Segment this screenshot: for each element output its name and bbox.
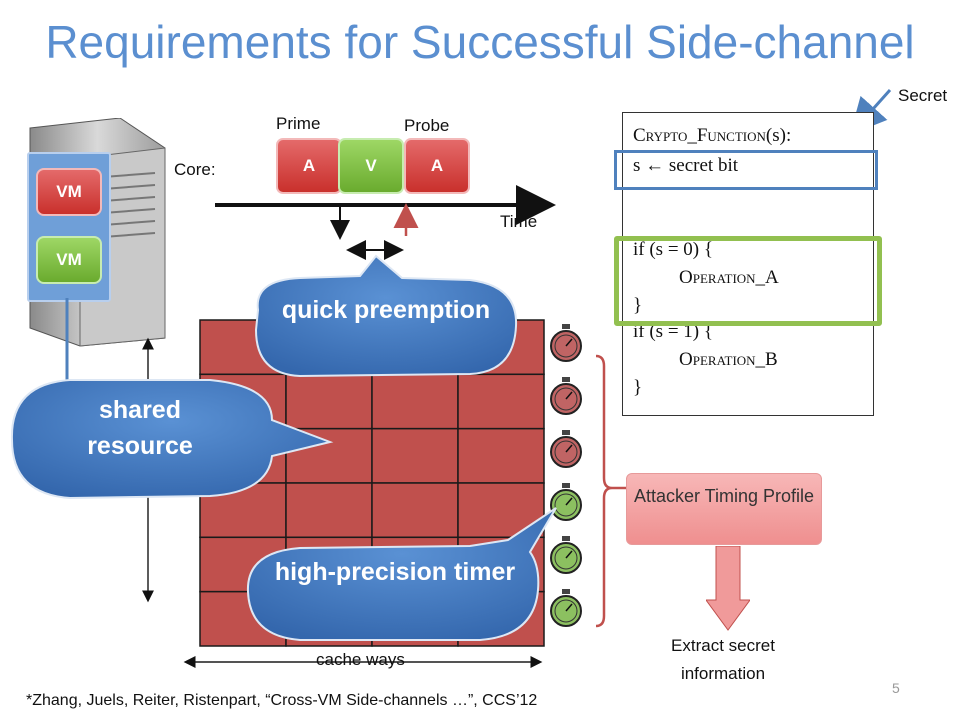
probe-label: Probe (404, 116, 450, 135)
shared-resource-bubble: shared resource (87, 396, 193, 460)
function-name: Crypto_Function (633, 125, 766, 146)
code-line-1: s ← secret bit (633, 155, 739, 176)
cache-cell (371, 373, 459, 430)
quick-preemption-bubble: quick preemption (281, 296, 491, 324)
secret-label: Secret (898, 86, 948, 105)
cache-ways-label: cache ways (316, 650, 405, 669)
pseudocode-box: Crypto_Function(s): s ← secret bit if (s… (622, 112, 874, 416)
extract-secret-label: Extract secret information (671, 636, 775, 683)
stopwatch-icon (550, 377, 582, 415)
attacker-timing-profile-box: Attacker Timing Profile (626, 473, 822, 545)
stopwatch-icon (550, 589, 582, 627)
stopwatch-icon (550, 430, 582, 468)
code-line-7: } (633, 377, 643, 398)
stopwatch-icon (550, 483, 582, 521)
vm-box-2: VM (36, 236, 102, 284)
prime-label: Prime (276, 114, 321, 133)
high-precision-timer-bubble: high-precision timer (274, 558, 516, 586)
code-line-3: Operation_A (679, 267, 779, 288)
operation-highlight-box (614, 236, 882, 326)
secret-highlight-box (614, 150, 878, 190)
stopwatch-icon (550, 536, 582, 574)
vm-box-1: VM (36, 168, 102, 216)
code-line-5: if (s = 1) { (633, 321, 713, 342)
stopwatch-icon (550, 324, 582, 362)
cache-cell (285, 482, 373, 539)
code-line-4: } (633, 295, 643, 316)
code-line-6: Operation_B (679, 349, 778, 370)
slide-title: Requirements for Successful Side-channel (45, 16, 915, 68)
cache-cell (457, 427, 545, 484)
slot-attacker-prime: A (276, 138, 342, 194)
timer-icons (550, 324, 582, 627)
code-function-signature: Crypto_Function(s): (633, 125, 792, 146)
core-label: Core: (174, 160, 216, 179)
code-line-2: if (s = 0) { (633, 239, 713, 260)
down-arrow (706, 546, 750, 631)
citation: *Zhang, Juels, Reiter, Ristenpart, “Cros… (26, 692, 538, 709)
slot-victim: V (338, 138, 404, 194)
page-number: 5 (892, 680, 900, 696)
cache-cell (457, 373, 545, 430)
slot-attacker-probe: A (404, 138, 470, 194)
